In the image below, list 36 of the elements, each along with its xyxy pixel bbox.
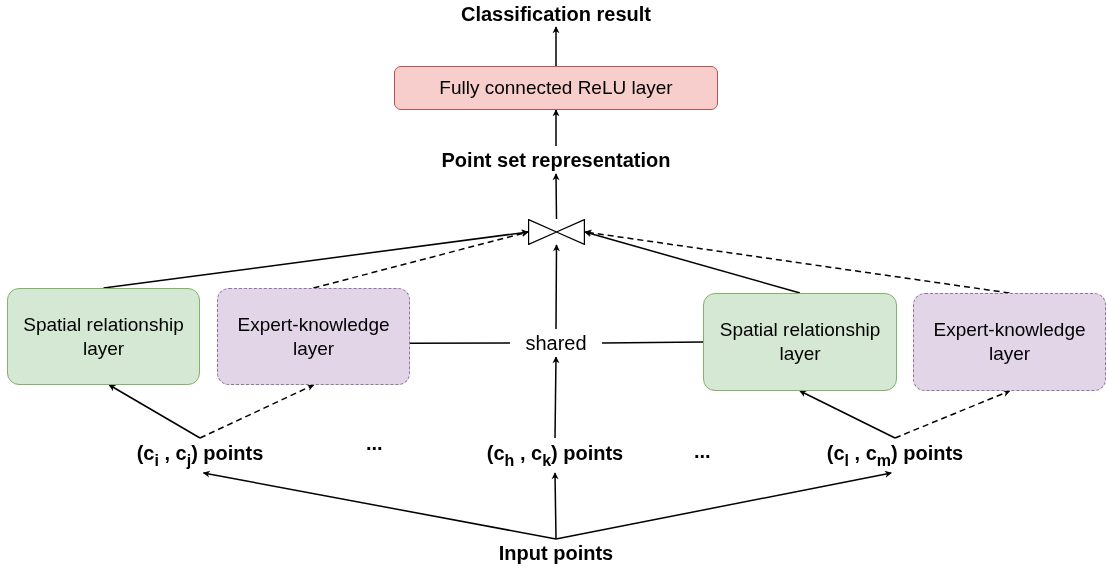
- arrow: [312, 230, 529, 289]
- bold-text-label: Point set representation: [440, 147, 672, 173]
- dashed-layer-box: [217, 288, 410, 385]
- bold-text-label: (c$_{i}$ , c$_{j}$) points: [135, 440, 265, 471]
- layer-name: Spatial relationship layer: [718, 318, 882, 366]
- bold-text-label: Classification result: [459, 1, 653, 27]
- connector-line: [601, 341, 704, 344]
- arrow: [202, 470, 557, 540]
- layer-box: [703, 293, 897, 391]
- layer-name: Fully connected ReLU layer: [438, 76, 674, 100]
- bold-text-label: (c$_{l}$ , c$_{m}$) points: [825, 440, 965, 471]
- arrow: [799, 390, 896, 439]
- arrow: [552, 26, 560, 67]
- arrow: [584, 230, 801, 294]
- ellipsis-text: ...: [366, 432, 383, 455]
- arrow: [552, 173, 560, 220]
- arrow: [108, 384, 201, 439]
- arrow: [552, 109, 560, 147]
- layer-box: [7, 288, 200, 385]
- arrow: [894, 390, 1011, 439]
- layer-name: Expert-knowledge layer: [236, 312, 391, 361]
- connector-line: [409, 342, 511, 345]
- arrow: [555, 470, 892, 540]
- layer-name: Spatial relationship layer: [22, 312, 185, 361]
- layer-name: Expert-knowledge layer: [932, 318, 1087, 366]
- arrow: [552, 244, 560, 330]
- arrow: [551, 472, 559, 540]
- arrow: [552, 356, 560, 439]
- bold-text-label: (c$_{h}$ , c$_{k}$) points: [485, 440, 625, 471]
- bold-text-label: Input points: [497, 540, 615, 566]
- merge-symbol: [528, 219, 585, 245]
- ellipsis-text: ...: [694, 440, 711, 463]
- dashed-layer-box: [913, 293, 1106, 391]
- layer-box: [394, 66, 718, 110]
- arrow: [199, 384, 315, 439]
- text-label: shared: [524, 330, 588, 356]
